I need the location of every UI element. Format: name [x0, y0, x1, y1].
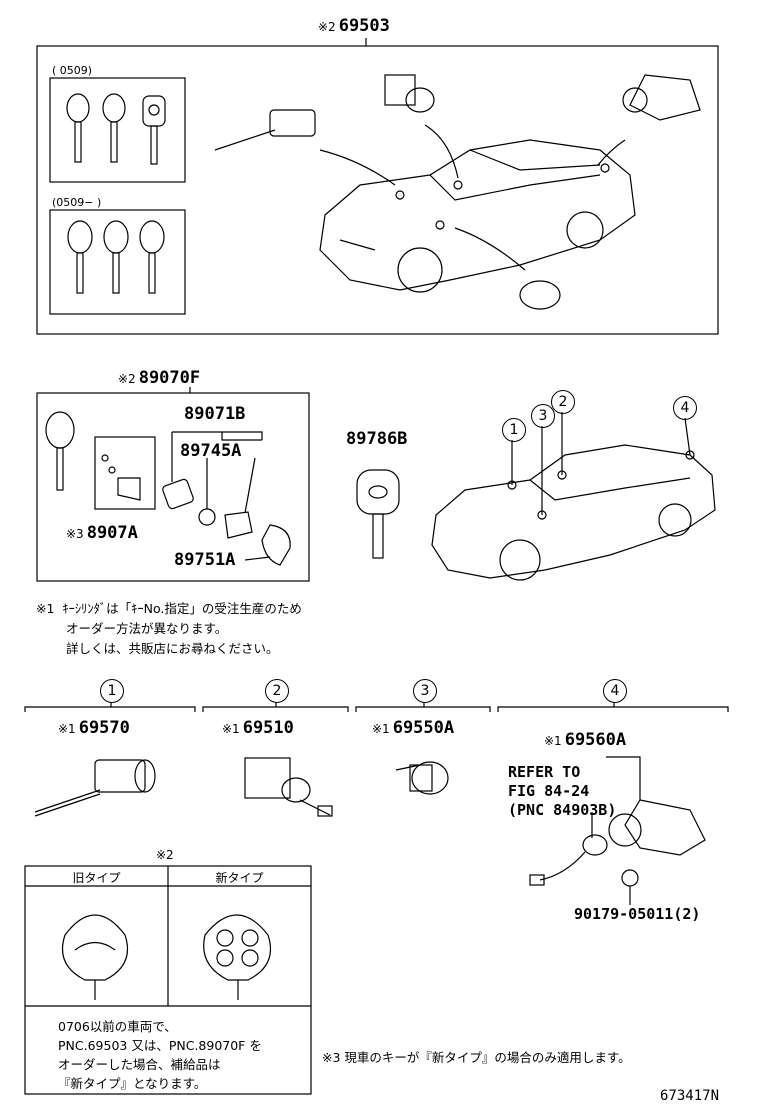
car-callout-2[interactable]: 2: [551, 390, 575, 414]
section-number-1: 1: [100, 679, 124, 703]
remote-internals-box: [94, 436, 156, 510]
note-3: ※3 現車のキーが『新タイプ』の場合のみ適用します。: [322, 1050, 631, 1065]
table-header-old-type: 旧タイプ: [72, 871, 121, 885]
table-text-3: オーダーした場合、補給品は: [58, 1057, 221, 1072]
sub-bracket-lines: [171, 431, 263, 482]
section-number-4: 4: [603, 679, 627, 703]
car-callout-4[interactable]: 4: [673, 396, 697, 420]
transponder-key-icon: [356, 469, 400, 559]
new-key-set-box: [49, 209, 186, 315]
old-key-set-icon: [66, 93, 166, 165]
note-1-line-3: 詳しくは、共販店にお尋ねください。: [66, 641, 279, 656]
part-number-89071B[interactable]: 89071B: [184, 404, 246, 424]
section-2-bracket: [202, 706, 349, 712]
table-header-new-type: 新タイプ: [215, 871, 264, 885]
door-lock-cylinder-illustration: [34, 759, 156, 817]
cylinder-parts-top: [214, 74, 701, 310]
new-key-set-icon: [67, 220, 165, 294]
refer-line-2: FIG 84-24: [508, 782, 590, 800]
old-key-group-label: ( 0509): [52, 64, 93, 77]
car-illustration-top: [319, 139, 636, 293]
section-3-bracket: [355, 706, 491, 712]
section-1-bracket: [24, 706, 196, 712]
car-illustration-middle: [431, 412, 716, 581]
remote-assembly-box: [36, 392, 310, 582]
part-number-90179-05011[interactable]: 90179-05011(2): [574, 905, 701, 923]
top-assembly-box: [36, 45, 719, 335]
new-key-group-label: (0509− ): [52, 196, 102, 209]
new-type-fob-icon: [203, 914, 272, 1000]
part-number-89786B[interactable]: 89786B: [346, 429, 408, 449]
figure-id: 673417N: [660, 1088, 720, 1104]
table-text-1: 0706以前の車両で、: [58, 1019, 177, 1034]
glove-box-cylinder-illustration: [244, 757, 333, 817]
car-callout-3[interactable]: 3: [531, 404, 555, 428]
note-1-line-2: オーダー方法が異なります。: [66, 621, 228, 636]
note-1-line-1: ※1 ｷｰｼﾘﾝﾀﾞは「ｷｰNo.指定」の受注生産のため: [36, 601, 302, 616]
refer-line-3[interactable]: (PNC 84903B): [508, 801, 617, 819]
luggage-cylinder-illustration: [529, 756, 706, 905]
table-text-2: PNC.69503 又は、PNC.89070F を: [58, 1038, 262, 1053]
part-number-89751A[interactable]: 89751A: [174, 550, 236, 570]
remote-key-icon: [45, 411, 291, 566]
section-4-bracket: [497, 706, 729, 712]
table-text-4: 『新タイプ』となります。: [58, 1076, 207, 1091]
callout-arrows-top: [319, 124, 626, 271]
table-marker: ※2: [156, 848, 174, 862]
car-callout-1[interactable]: 1: [502, 418, 526, 442]
trunk-cylinder-illustration: [395, 761, 449, 795]
section-number-3: 3: [413, 679, 437, 703]
old-key-set-box: [49, 77, 186, 183]
part-number-89745A[interactable]: 89745A: [180, 441, 242, 461]
refer-line-1: REFER TO: [508, 763, 581, 781]
section-number-2: 2: [265, 679, 289, 703]
old-type-fob-icon: [61, 914, 129, 1000]
